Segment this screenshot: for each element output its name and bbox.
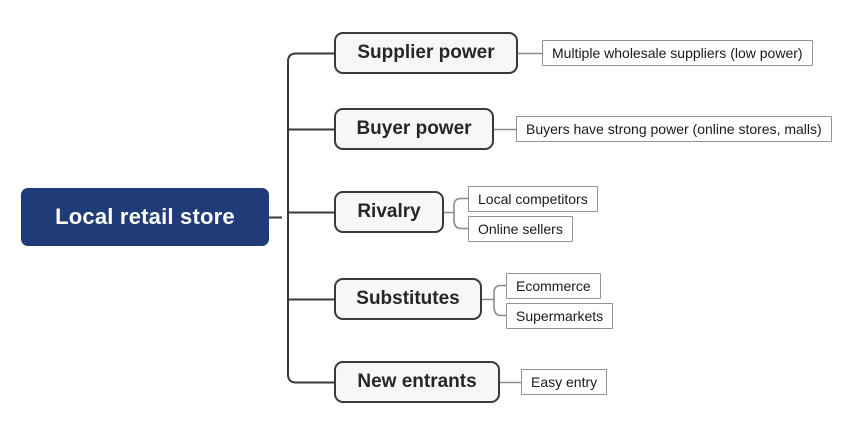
leaf-node-easy-entry[interactable]: Easy entry [521, 369, 608, 395]
leaf-node-ecommerce[interactable]: Ecommerce [506, 273, 601, 299]
edge-substitutes-fork [482, 284, 506, 317]
branch-node-supplier-power[interactable]: Supplier power [334, 32, 518, 74]
branch-label-buyer-power: Buyer power [356, 118, 472, 139]
leaf-node-supermarkets[interactable]: Supermarkets [506, 303, 614, 329]
branch-node-rivalry[interactable]: Rivalry [334, 191, 444, 233]
leaf-label-ecommerce: Ecommerce [516, 278, 591, 294]
leaf-label-buyers-strong-power: Buyers have strong power (online stores,… [526, 121, 822, 137]
leaf-label-supermarkets: Supermarkets [516, 308, 604, 324]
root-node[interactable]: Local retail store [21, 188, 269, 246]
branch-label-supplier-power: Supplier power [357, 42, 495, 63]
edge-rivalry-fork [444, 197, 468, 230]
leaf-label-local-competitors: Local competitors [478, 191, 588, 207]
branch-node-substitutes[interactable]: Substitutes [334, 278, 482, 320]
branch-label-substitutes: Substitutes [356, 288, 460, 309]
branch-node-buyer-power[interactable]: Buyer power [334, 108, 494, 150]
leaf-label-easy-entry: Easy entry [531, 374, 598, 390]
leaf-node-multiple-wholesale-suppliers[interactable]: Multiple wholesale suppliers (low power) [542, 40, 813, 66]
edge-trunk [287, 52, 334, 384]
leaf-label-online-sellers: Online sellers [478, 221, 563, 237]
leaf-node-local-competitors[interactable]: Local competitors [468, 186, 598, 212]
branch-label-rivalry: Rivalry [357, 201, 421, 222]
leaf-node-online-sellers[interactable]: Online sellers [468, 216, 573, 242]
leaf-node-buyers-strong-power[interactable]: Buyers have strong power (online stores,… [516, 116, 832, 142]
branch-label-new-entrants: New entrants [357, 371, 477, 392]
leaf-label-multiple-wholesale-suppliers: Multiple wholesale suppliers (low power) [552, 45, 803, 61]
root-node-label: Local retail store [55, 204, 235, 229]
branch-node-new-entrants[interactable]: New entrants [334, 361, 500, 403]
